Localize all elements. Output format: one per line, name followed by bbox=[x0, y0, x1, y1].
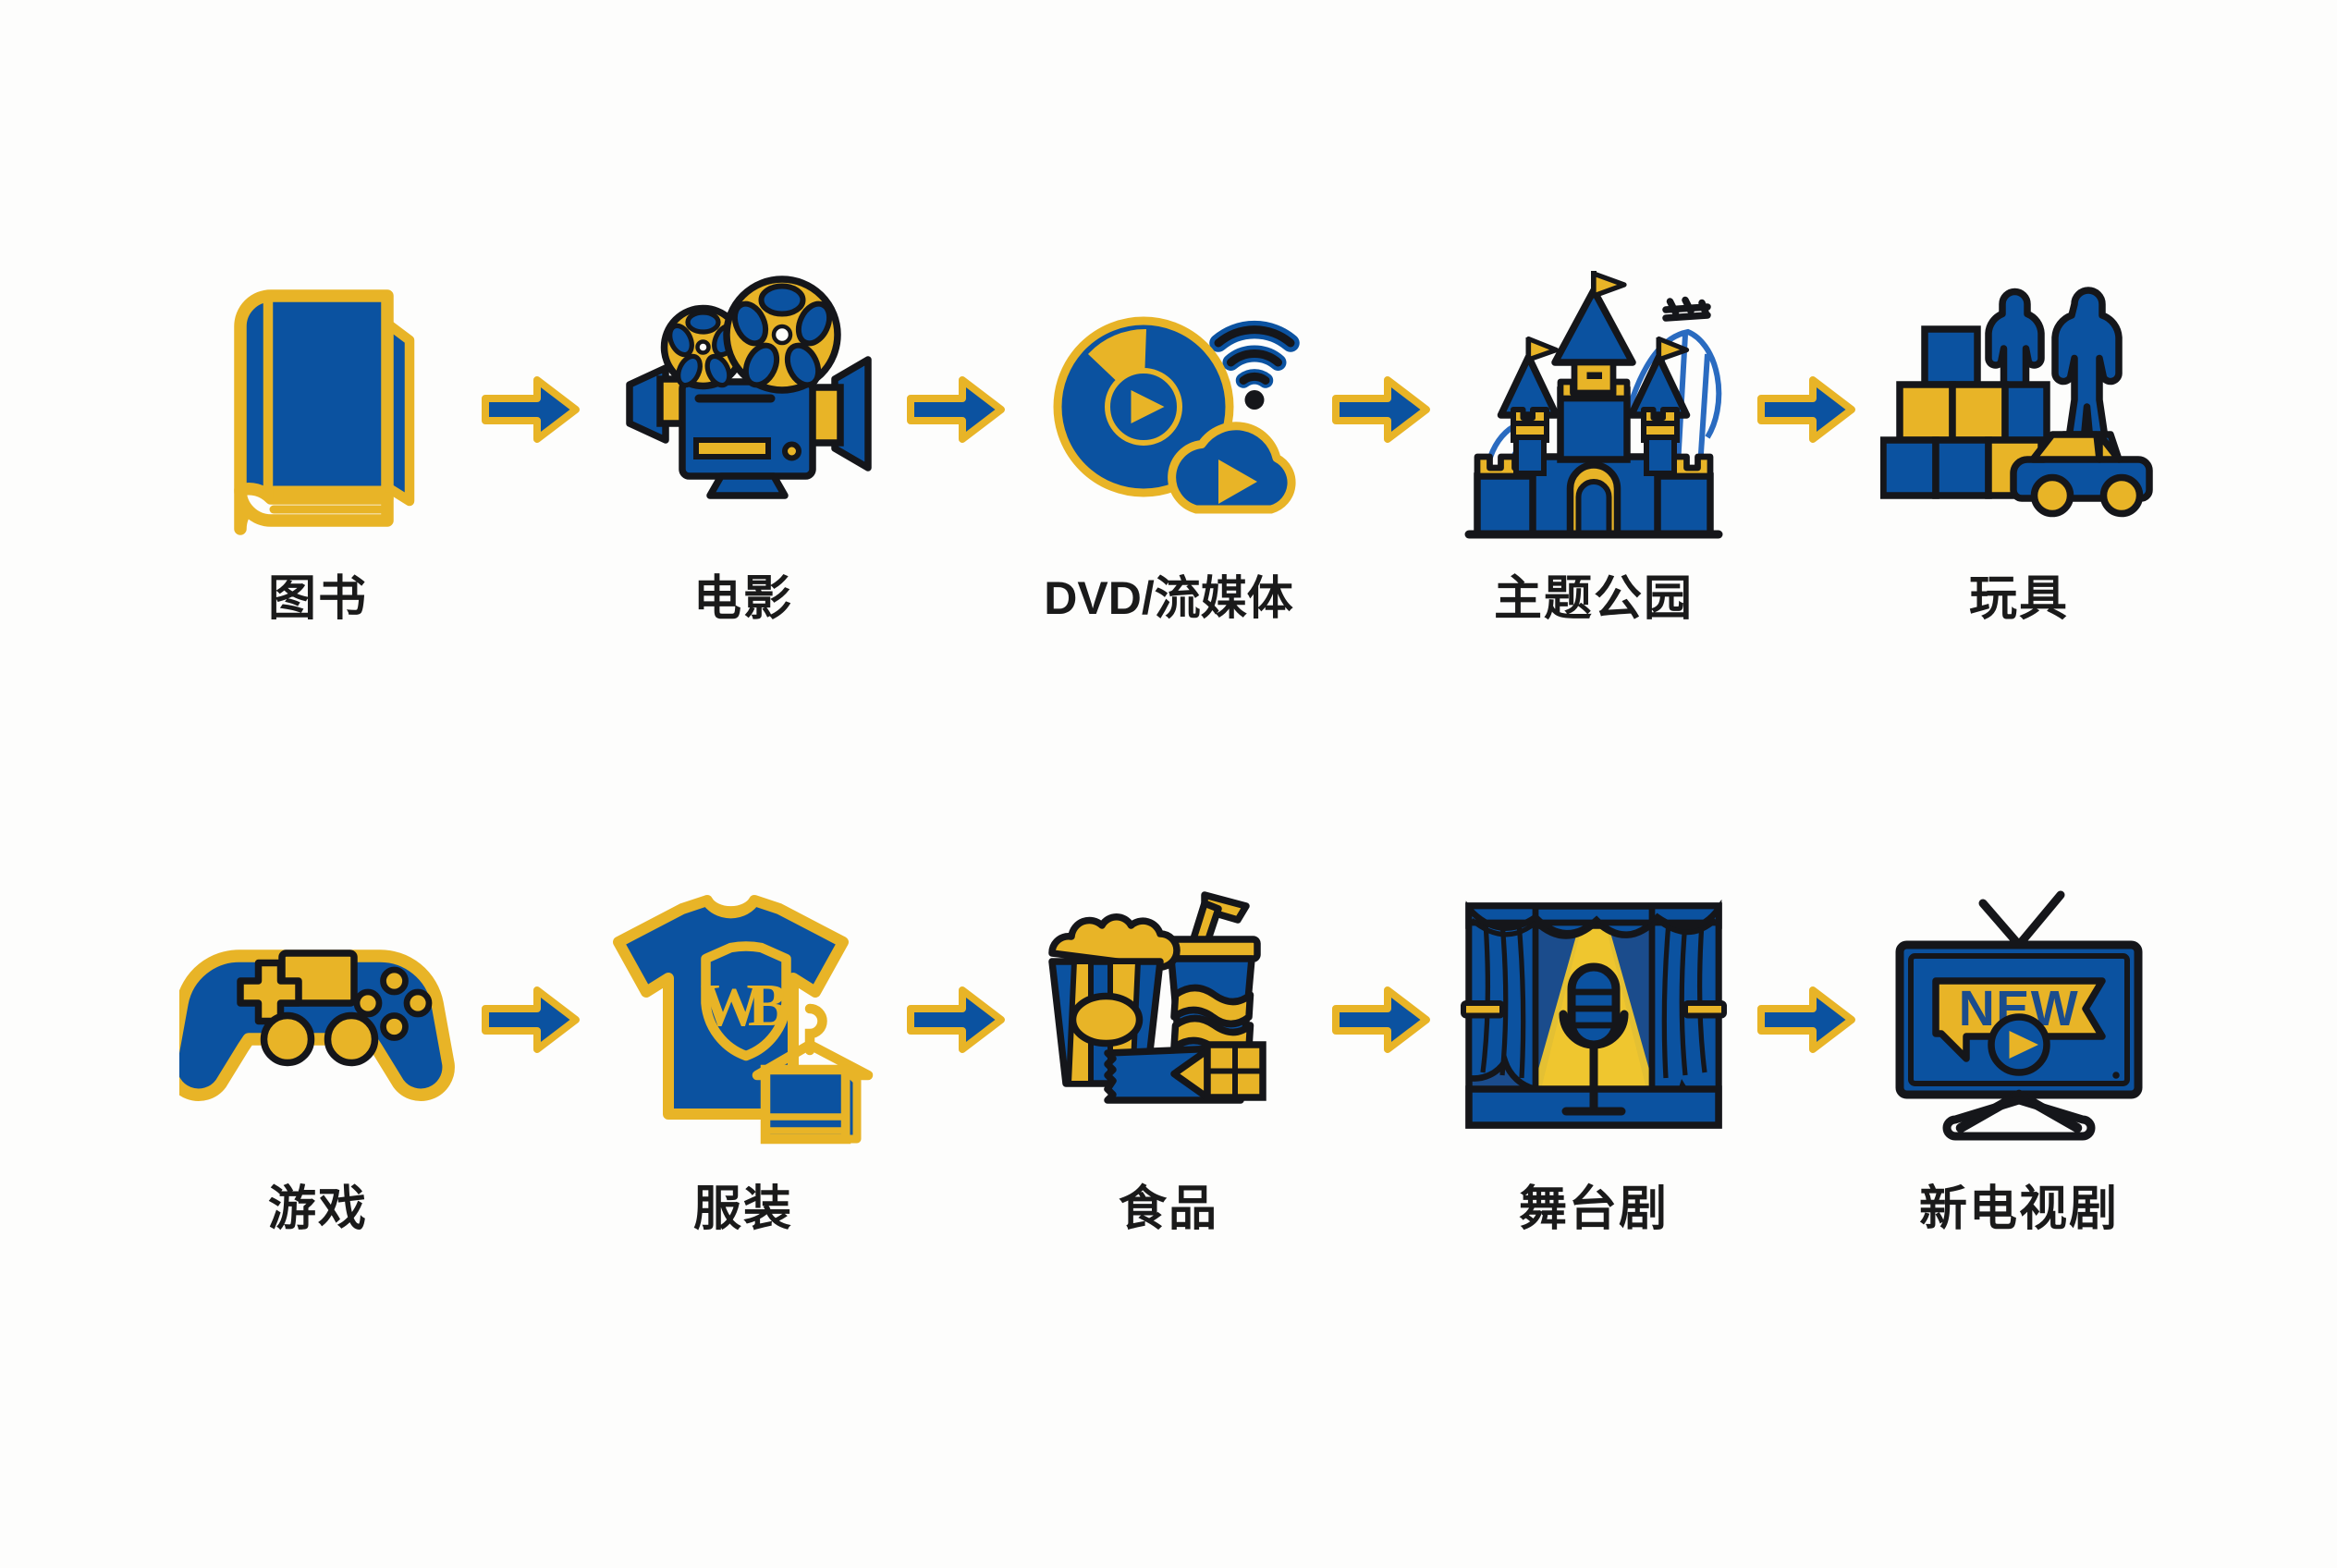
stage-label: 服装 bbox=[692, 1182, 793, 1236]
stage-play-icon bbox=[1441, 867, 1746, 1172]
stage-toys[interactable]: 玩具 bbox=[1866, 257, 2172, 623]
tshirt-logo-text: W bbox=[701, 972, 762, 1039]
arrow-apparel-to-food bbox=[896, 867, 1016, 1172]
stage-movies[interactable]: 电影 bbox=[591, 257, 896, 623]
stage-label: 游戏 bbox=[267, 1182, 368, 1236]
new-tv-series-icon: NEW bbox=[1866, 867, 2172, 1172]
stage-dvd-streaming[interactable]: DVD/流媒体 bbox=[1016, 257, 1321, 621]
arrow-food-to-stage-play bbox=[1321, 867, 1441, 1172]
stage-food[interactable]: 食品 bbox=[1016, 867, 1321, 1233]
stage-label: 电影 bbox=[692, 572, 793, 626]
arrow-movies-to-dvd bbox=[896, 257, 1016, 562]
arrow-dvd-to-theme-park bbox=[1321, 257, 1441, 562]
stage-apparel[interactable]: W B 服装 bbox=[591, 867, 896, 1233]
svg-text:B: B bbox=[748, 972, 789, 1039]
stage-theme-park[interactable]: 主题公园 bbox=[1441, 257, 1746, 623]
arrow-games-to-apparel bbox=[471, 867, 591, 1172]
theme-park-castle-icon bbox=[1441, 257, 1746, 562]
diagram-row-2: 游戏 W B bbox=[0, 867, 2337, 1348]
stage-label: 新电视剧 bbox=[1918, 1182, 2119, 1236]
arrow-stage-play-to-new-tv bbox=[1746, 867, 1866, 1172]
game-controller-icon bbox=[165, 867, 471, 1172]
stage-label: 图书 bbox=[267, 572, 368, 626]
stage-label: 玩具 bbox=[1968, 572, 2069, 626]
stage-label: 食品 bbox=[1118, 1182, 1218, 1236]
book-icon bbox=[165, 257, 471, 562]
apparel-tshirt-icon: W B bbox=[591, 867, 896, 1172]
stage-label: 主题公园 bbox=[1493, 572, 1694, 626]
toys-icon bbox=[1866, 257, 2172, 562]
stage-new-tv-series[interactable]: NEW 新电视剧 bbox=[1866, 867, 2172, 1233]
stage-label: 舞台剧 bbox=[1518, 1182, 1669, 1236]
food-icon bbox=[1016, 867, 1321, 1172]
stage-stage-play[interactable]: 舞台剧 bbox=[1441, 867, 1746, 1233]
arrow-theme-park-to-toys bbox=[1746, 257, 1866, 562]
stage-games[interactable]: 游戏 bbox=[165, 867, 471, 1233]
dvd-streaming-icon bbox=[1016, 257, 1321, 562]
arrow-books-to-movies bbox=[471, 257, 591, 562]
movie-camera-icon bbox=[591, 257, 896, 562]
stage-label: DVD/流媒体 bbox=[1044, 572, 1293, 624]
stage-books[interactable]: 图书 bbox=[165, 257, 471, 623]
diagram-row-1: 图书 bbox=[0, 257, 2337, 738]
